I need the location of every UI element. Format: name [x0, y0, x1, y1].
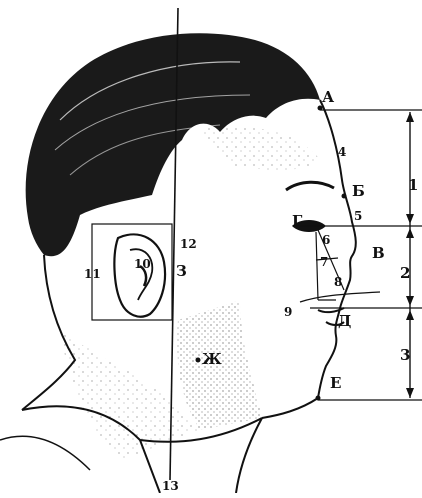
num-5: 5 — [354, 209, 362, 223]
num-13: 13 — [162, 479, 179, 493]
num-4: 4 — [338, 145, 346, 159]
num-8: 8 — [334, 275, 342, 289]
label-b: Б — [352, 182, 365, 200]
num-12: 12 — [180, 237, 197, 251]
num-2: 2 — [400, 264, 410, 282]
num-6: 6 — [322, 233, 330, 247]
num-10: 10 — [134, 257, 151, 271]
ear — [114, 234, 165, 316]
neck-back — [22, 255, 75, 410]
label-d: Д — [338, 312, 351, 330]
num-3: 3 — [400, 346, 410, 364]
label-z: З — [176, 262, 187, 280]
num-11: 11 — [84, 267, 101, 281]
label-zh: Ж — [202, 350, 222, 368]
num-7: 7 — [320, 255, 328, 269]
num-1: 1 — [408, 176, 418, 194]
label-e: Е — [330, 374, 341, 392]
label-g: Г — [292, 212, 303, 230]
label-v: В — [372, 244, 385, 262]
num-9: 9 — [284, 305, 292, 319]
label-a: А — [322, 88, 335, 106]
